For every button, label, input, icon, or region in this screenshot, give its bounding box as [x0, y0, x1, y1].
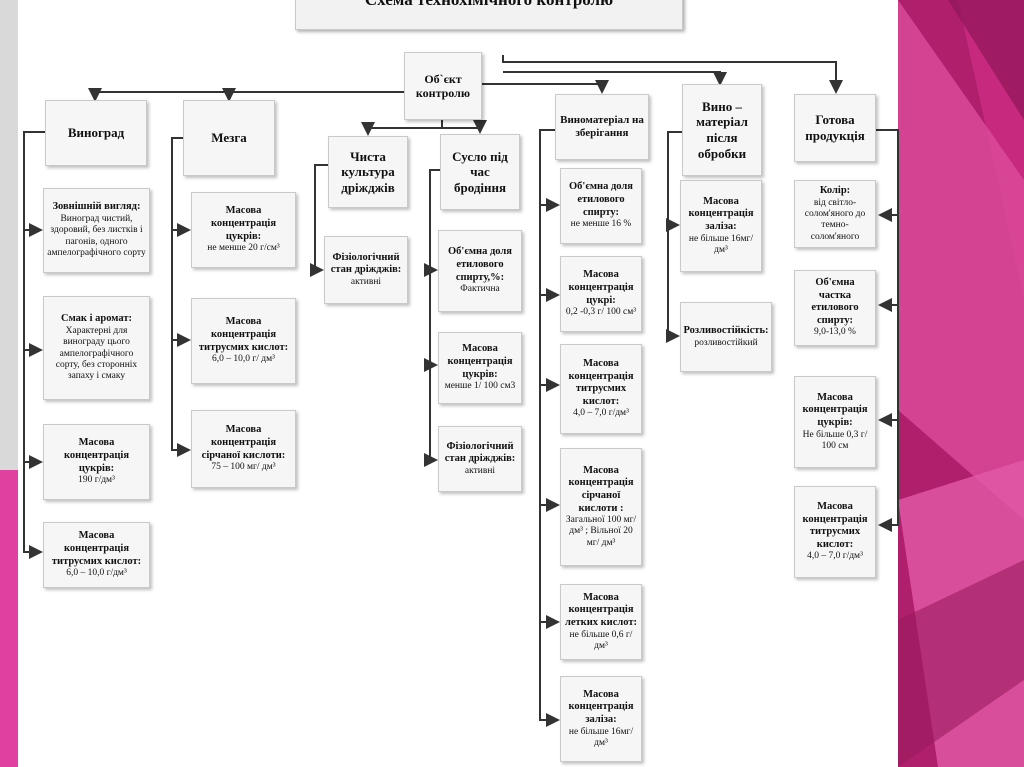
param-label: Масова концентрація цукрів:	[802, 391, 868, 428]
param-box: Масова концентрація цукрі: 0,2 -0,3 г/ 1…	[560, 256, 642, 332]
param-label: Колір:	[819, 184, 851, 196]
param-value: не більше 0,6 г/дм³	[569, 629, 633, 651]
param-box: Фізіологічний стан дріжджів: активні	[324, 236, 408, 304]
param-box: Смак і аромат: Характерні для винограду …	[43, 296, 150, 400]
root-node: Об`єкт контролю	[404, 52, 482, 120]
param-box: Розливостійкість: розливостійкий	[680, 302, 772, 372]
category-label: Готова продукція	[805, 112, 865, 143]
param-label: Масова концентрація сірчаної кислоти:	[201, 424, 286, 461]
category-label: Вино – матеріал після обробки	[696, 98, 748, 161]
param-box: Масова концентрація цукрів: не менше 20 …	[191, 192, 296, 268]
param-box: Масова концентрація сірчаної кислоти : З…	[560, 448, 642, 566]
category-pure-yeast: Чиста культура дріжджів	[328, 136, 408, 208]
param-value: Не більше 0,3 г/ 100 см	[802, 429, 868, 451]
param-label: Масова концентрація цукрів:	[64, 437, 129, 474]
param-label: Масова концентрація заліза:	[568, 688, 634, 725]
param-box: Зовнішній вигляд: Виноград чистий, здоро…	[43, 188, 150, 273]
param-box: Масова концентрація заліза: не більше 16…	[560, 676, 642, 762]
diagram-title: Схема технохімічного контролю	[295, 0, 683, 30]
left-pink-accent	[0, 470, 18, 767]
param-box: Об'ємна доля етилового спирту,%: Фактичн…	[438, 230, 522, 312]
param-value: менше 1/ 100 см3	[444, 381, 516, 392]
category-label: Мезга	[211, 130, 247, 146]
param-value: 190 г/дм³	[78, 475, 115, 486]
param-value: розливостійкий	[694, 337, 758, 348]
param-value: Виноград чистий, здоровий, без листків і…	[47, 214, 146, 259]
param-label: Масова концентрація титрусмих кислот:	[568, 358, 634, 407]
category-grapes: Виноград	[45, 100, 147, 166]
param-label: Масова концентрація титрусмих кислот:	[198, 316, 289, 353]
param-value: не більше 16мг/ дм³	[568, 726, 634, 748]
param-box: Колір: від світло-солом'яного до темно-с…	[794, 180, 876, 248]
param-value: 9,0-13,0 %	[814, 327, 856, 338]
param-value: 6,0 – 10,0 г/дм³	[66, 568, 127, 579]
param-box: Масова концентрація цукрів: менше 1/ 100…	[438, 332, 522, 404]
param-box: Об'ємна частка етилового спирту: 9,0-13,…	[794, 270, 876, 346]
param-label: Об'ємна доля етилового спирту,%:	[448, 246, 512, 283]
category-label: Виноматеріал на зберігання	[560, 113, 644, 139]
param-label: Смак і аромат:	[61, 313, 132, 325]
param-value: не більше 16мг/ дм³	[688, 233, 754, 255]
param-label: Масова концентрація цукрів:	[447, 343, 513, 380]
category-wine-storage: Виноматеріал на зберігання	[555, 94, 649, 160]
category-must-fermentation: Сусло під час бродіння	[440, 134, 520, 210]
param-label: Об'ємна частка етилового спирту:	[811, 277, 859, 326]
param-box: Масова концентрація титрусмих кислот: 6,…	[43, 522, 150, 588]
param-value: Фактична	[460, 284, 500, 295]
param-value: активні	[350, 276, 382, 287]
param-box: Масова концентрація сірчаної кислоти: 75…	[191, 410, 296, 488]
category-label: Сусло під час бродіння	[452, 148, 508, 195]
param-box: Масова концентрація цукрів: 190 г/дм³	[43, 424, 150, 500]
param-box: Масова концентрація титрусмих кислот: 4,…	[794, 486, 876, 578]
param-box: Масова концентрація летких кислот: не бі…	[560, 584, 642, 660]
param-box: Масова концентрація титрусмих кислот: 6,…	[191, 298, 296, 384]
decorative-pink-shapes	[898, 0, 1024, 767]
param-value: 6,0 – 10,0 г/ дм³	[212, 354, 275, 365]
param-label: Розливостійкість:	[683, 325, 769, 336]
param-value: 75 – 100 мг/ дм³	[211, 462, 276, 473]
param-value: від світло-солом'яного до темно-солом'ян…	[804, 197, 866, 242]
param-label: Масова концентрація заліза:	[688, 195, 754, 232]
param-box: Об'ємна доля етилового спирту: не менше …	[560, 168, 642, 244]
param-box: Масова концентрація цукрів: Не більше 0,…	[794, 376, 876, 468]
param-value: не менше 16 %	[570, 219, 632, 230]
param-label: Масова концентрація сірчаної кислоти :	[568, 464, 634, 514]
param-value: 4,0 – 7,0 г/дм³	[807, 551, 863, 562]
param-box: Фізіологічний стан дріжджів: активні	[438, 426, 522, 492]
param-value: Характерні для винограду цього ампелогра…	[55, 325, 138, 382]
param-label: Масова концентрація титрусмих кислот:	[51, 530, 142, 567]
category-finished-product: Готова продукція	[794, 94, 876, 162]
param-label: Фізіологічний стан дріжджів:	[444, 440, 516, 465]
param-value: 0,2 -0,3 г/ 100 см³	[565, 307, 637, 318]
param-label: Об'ємна доля етилового спирту:	[569, 181, 633, 218]
param-label: Масова концентрація титрусмих кислот:	[802, 501, 868, 550]
param-label: Фізіологічний стан дріжджів:	[330, 251, 402, 276]
category-wine-processed: Вино – матеріал після обробки	[682, 84, 762, 176]
param-box: Масова концентрація заліза: не більше 16…	[680, 180, 762, 272]
param-label: Масова концентрація летких кислот:	[564, 591, 638, 628]
param-value: не менше 20 г/см³	[207, 243, 280, 254]
category-label: Виноград	[67, 125, 125, 141]
param-value: Загальної 100 мг/ дм³ ; Вільної 20 мг/ д…	[565, 515, 637, 548]
category-label: Чиста культура дріжджів	[341, 148, 395, 195]
param-label: Масова концентрація цукрі:	[568, 269, 634, 306]
param-value: 4,0 – 7,0 г/дм³	[573, 408, 629, 419]
param-label: Зовнішній вигляд:	[52, 201, 141, 213]
param-label: Масова концентрація цукрів:	[211, 205, 276, 242]
root-label: Об`єкт контролю	[415, 71, 471, 100]
param-box: Масова концентрація титрусмих кислот: 4,…	[560, 344, 642, 434]
param-value: активні	[464, 465, 496, 476]
category-pomace: Мезга	[183, 100, 275, 176]
